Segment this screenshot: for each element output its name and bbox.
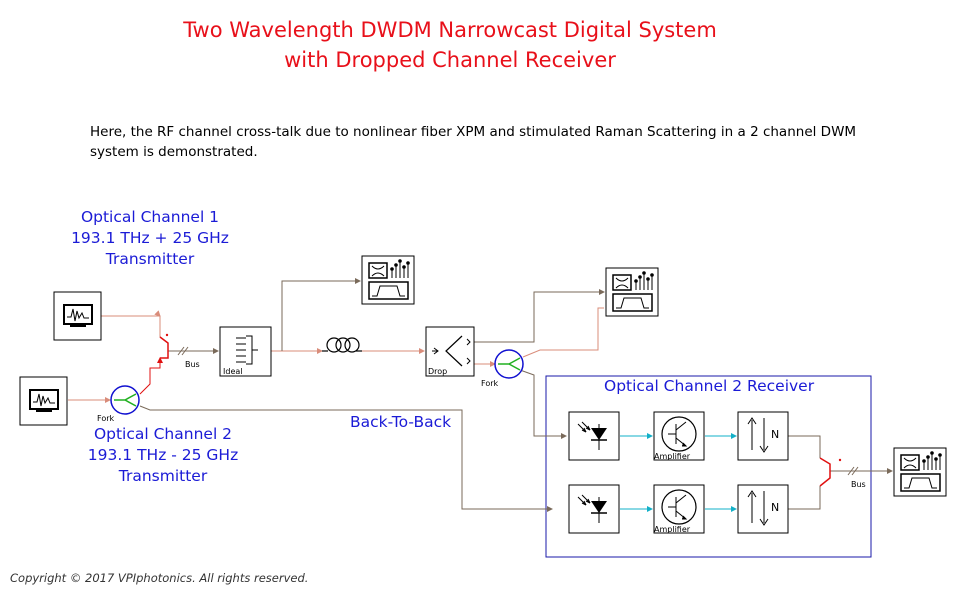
transistor-amplifier-icon: [661, 416, 697, 452]
analyzer-1[interactable]: [361, 255, 415, 305]
ch1-label-line1: Optical Channel 1: [80, 208, 220, 226]
title-line-1: Two Wavelength DWDM Narrowcast Digital S…: [183, 18, 717, 42]
transmitter-scope-icon: [63, 304, 93, 327]
fiber-coil-icon: [322, 337, 362, 353]
description: Here, the RF channel cross-talk due to n…: [90, 124, 857, 160]
ch1-label: Optical Channel 1 193.1 THz + 25 GHz Tra…: [60, 207, 240, 270]
fork-1[interactable]: Fork: [97, 385, 140, 423]
receiver-box-label: Optical Channel 2 Receiver: [604, 377, 815, 395]
ch2-label: Optical Channel 2 193.1 THz - 25 GHz Tra…: [73, 424, 253, 487]
copyright: Copyright © 2017 VPIphotonics. All right…: [10, 571, 309, 585]
drop-filter[interactable]: Drop: [425, 326, 475, 377]
signal-analyzer-icon: [368, 259, 410, 300]
filter-top-n: N: [771, 428, 779, 441]
filter-bottom-n: N: [771, 501, 779, 514]
fiber-span[interactable]: [322, 337, 362, 353]
receiver-box: [545, 375, 872, 558]
amplifier-top[interactable]: Amplifier: [653, 411, 705, 461]
transistor-amplifier-icon: [661, 489, 697, 525]
amplifier-bottom[interactable]: Amplifier: [653, 484, 705, 534]
ch1-label-line3: Transmitter: [105, 250, 195, 268]
bus-1-label: Bus: [185, 360, 200, 369]
analyzer-3[interactable]: [893, 447, 947, 497]
photodiode-bottom[interactable]: [568, 484, 620, 534]
lowpass-filter-icon: [747, 490, 769, 526]
ideal-label: Ideal: [223, 367, 242, 376]
filter-bottom[interactable]: N: [737, 484, 789, 534]
transmitter-ch2[interactable]: [19, 376, 68, 426]
lowpass-filter-icon: [747, 417, 769, 453]
fork-2-label: Fork: [481, 379, 499, 388]
filter-top[interactable]: N: [737, 411, 789, 461]
bus-2-label: Bus: [851, 480, 866, 489]
back-to-back-label: Back-To-Back: [350, 413, 452, 431]
photodiode-icon: [577, 494, 607, 523]
title-line-2: with Dropped Channel Receiver: [284, 48, 616, 72]
wires: [68, 278, 893, 512]
ideal-mux[interactable]: Ideal: [219, 326, 272, 377]
photodiode-top[interactable]: [568, 411, 620, 461]
ch1-label-line2: 193.1 THz + 25 GHz: [71, 229, 229, 247]
fork-2[interactable]: Fork: [481, 349, 524, 388]
drop-label: Drop: [428, 367, 447, 376]
ch2-label-line3: Transmitter: [118, 467, 208, 485]
photodiode-icon: [577, 421, 607, 450]
ch2-label-line1: Optical Channel 2: [93, 425, 233, 443]
ch2-label-line2: 193.1 THz - 25 GHz: [87, 446, 239, 464]
amplifier-bottom-label: Amplifier: [654, 525, 691, 534]
fork-1-label: Fork: [97, 414, 115, 423]
transmitter-ch1[interactable]: [53, 291, 102, 341]
signal-analyzer-icon: [900, 451, 942, 492]
amplifier-top-label: Amplifier: [654, 452, 691, 461]
bus-2: Bus: [819, 457, 866, 489]
signal-analyzer-icon: [612, 271, 654, 312]
bus-1: Bus: [159, 333, 200, 369]
analyzer-2[interactable]: [605, 267, 659, 317]
transmitter-scope-icon: [29, 389, 59, 412]
